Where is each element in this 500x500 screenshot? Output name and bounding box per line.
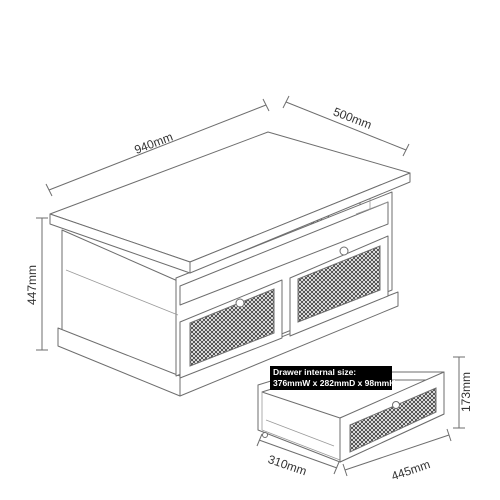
width-label: 940mm [132, 130, 174, 157]
drawer-internal-value: 376mmW x 282mmD x 98mmH [273, 378, 396, 388]
table-top-edge-front [189, 172, 411, 274]
drawer-runner-wheel [262, 432, 268, 438]
depth-label: 500mm [331, 105, 373, 132]
drawer-depth-label: 310mm [266, 452, 308, 478]
drawer-right-rattan-panel [297, 245, 381, 323]
drawer-internal-size-label: Drawer internal size: 376mmW x 282mmD x … [270, 366, 396, 390]
drawer-front-rattan-panel [349, 387, 437, 453]
drawer-internal-title: Drawer internal size: [273, 367, 357, 377]
drawer-right-knob [339, 246, 349, 256]
drawer-left-rattan-panel [189, 288, 275, 367]
drawer-width-label: 445mm [390, 457, 432, 483]
drawer-height-label: 173mm [459, 372, 473, 412]
height-label: 447mm [25, 265, 39, 305]
drawer-detail [257, 371, 445, 463]
drawer-left-knob [235, 298, 245, 308]
drawer-front-knob [392, 401, 400, 409]
open-shelf [179, 201, 389, 306]
coffee-table [49, 131, 411, 397]
